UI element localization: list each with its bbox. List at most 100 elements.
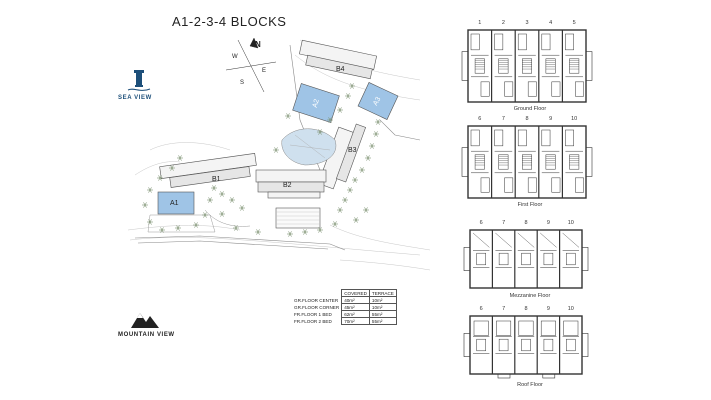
palm-tree-icon bbox=[233, 225, 239, 231]
row-label: GR.FLOOR CENTER bbox=[294, 297, 339, 303]
pool-a2 bbox=[292, 83, 340, 123]
area-header-covered: COVERED bbox=[341, 289, 370, 297]
unit-number: 10 bbox=[571, 116, 578, 122]
row-label: FR.FLOOR 1 BED bbox=[294, 311, 332, 317]
palm-tree-icon bbox=[207, 197, 213, 203]
floor-plan-mezzanine bbox=[463, 229, 589, 289]
floor-plans bbox=[461, 29, 593, 379]
unit-number: 10 bbox=[567, 220, 574, 226]
palm-tree-icon bbox=[219, 211, 225, 217]
palm-tree-icon bbox=[317, 129, 323, 135]
row-label: FR.FLOOR 2 BED bbox=[294, 318, 332, 324]
first-floor-label: First Floor bbox=[517, 202, 543, 208]
table-row: GR.FLOOR CORNER 45m² 10m² bbox=[292, 303, 397, 311]
palm-tree-icon bbox=[193, 222, 199, 228]
palm-tree-icon bbox=[373, 131, 379, 137]
palm-tree-icon bbox=[239, 205, 245, 211]
unit-number: 8 bbox=[524, 220, 528, 226]
unit-number: 3 bbox=[525, 20, 529, 26]
pool-a3 bbox=[357, 82, 399, 120]
mezzanine-floor-label: Mezzanine Floor bbox=[509, 293, 551, 299]
palm-tree-icon bbox=[147, 219, 153, 225]
unit-number: 7 bbox=[502, 220, 506, 226]
sea-view-label: SEA VIEW bbox=[118, 95, 152, 101]
palm-tree-icon bbox=[202, 212, 208, 218]
palm-tree-icon bbox=[159, 227, 165, 233]
unit-number: 9 bbox=[549, 116, 553, 122]
unit-number: 6 bbox=[479, 306, 483, 312]
palm-tree-icon bbox=[177, 155, 183, 161]
palm-tree-icon bbox=[347, 187, 353, 193]
palm-tree-icon bbox=[211, 185, 217, 191]
area-table-header: COVERED TERRACE bbox=[292, 289, 397, 297]
roof-floor-label: Roof Floor bbox=[517, 382, 543, 388]
row-covered: 70m² bbox=[341, 317, 370, 325]
palm-tree-icon bbox=[363, 207, 369, 213]
floor-plan-first bbox=[461, 125, 593, 199]
block-a1-label: A1 bbox=[170, 200, 179, 207]
row-terrace: 55m² bbox=[368, 317, 397, 325]
palm-tree-icon bbox=[219, 191, 225, 197]
palm-tree-icon bbox=[375, 119, 381, 125]
unit-number: 2 bbox=[501, 20, 505, 26]
mountain-view-label: MOUNTAIN VIEW bbox=[118, 332, 175, 338]
table-row: FR.FLOOR 2 BED 70m² 55m² bbox=[292, 317, 397, 325]
compass-rose bbox=[225, 37, 277, 93]
unit-number: 6 bbox=[478, 116, 482, 122]
palm-tree-icon bbox=[302, 229, 308, 235]
block-b1-building bbox=[159, 153, 257, 188]
unit-number: 1 bbox=[478, 20, 482, 26]
floor-plan-ground bbox=[461, 29, 593, 103]
row-terrace: 10m² bbox=[368, 296, 397, 304]
palm-tree-icon bbox=[157, 175, 163, 181]
palm-tree-icon bbox=[337, 207, 343, 213]
palm-tree-icon bbox=[353, 217, 359, 223]
a1-courtyard bbox=[147, 214, 216, 233]
row-covered: 45m² bbox=[341, 303, 370, 311]
palm-tree-icon bbox=[287, 231, 293, 237]
palm-tree-icon bbox=[175, 225, 181, 231]
palm-trees bbox=[142, 83, 381, 237]
block-b3-label: B3 bbox=[348, 147, 357, 154]
mountain-icon bbox=[131, 313, 159, 328]
compass-west: W bbox=[232, 54, 238, 60]
palm-tree-icon bbox=[352, 177, 358, 183]
row-terrace: 10m² bbox=[368, 303, 397, 311]
palm-tree-icon bbox=[142, 202, 148, 208]
unit-number: 7 bbox=[502, 306, 506, 312]
area-header-terrace: TERRACE bbox=[368, 289, 397, 297]
palm-tree-icon bbox=[229, 197, 235, 203]
unit-number: 9 bbox=[546, 220, 550, 226]
palm-tree-icon bbox=[169, 165, 175, 171]
palm-tree-icon bbox=[327, 117, 333, 123]
palm-tree-icon bbox=[337, 107, 343, 113]
pool-a1 bbox=[157, 191, 195, 215]
area-table: COVERED TERRACE GR.FLOOR CENTER 40m² 10m… bbox=[292, 289, 397, 325]
compass-north: N bbox=[255, 40, 261, 49]
palm-tree-icon bbox=[342, 197, 348, 203]
block-b4-building bbox=[299, 39, 377, 80]
palm-tree-icon bbox=[285, 113, 291, 119]
palm-tree-icon bbox=[359, 167, 365, 173]
ground-floor-label: Ground Floor bbox=[513, 106, 547, 112]
row-covered: 62m² bbox=[341, 310, 370, 318]
row-covered: 40m² bbox=[341, 296, 370, 304]
palm-tree-icon bbox=[255, 229, 261, 235]
palm-tree-icon bbox=[345, 93, 351, 99]
a1-path bbox=[204, 209, 251, 227]
unit-number: 10 bbox=[567, 306, 574, 312]
unit-number: 8 bbox=[524, 306, 528, 312]
unit-number: 7 bbox=[501, 116, 505, 122]
palm-tree-icon bbox=[365, 155, 371, 161]
compass-south: S bbox=[240, 80, 245, 86]
block-b2-label: B2 bbox=[283, 182, 292, 189]
palm-tree-icon bbox=[369, 143, 375, 149]
block-b4-label: B4 bbox=[336, 66, 345, 73]
table-row: GR.FLOOR CENTER 40m² 10m² bbox=[292, 296, 397, 304]
page-title: A1-2-3-4 BLOCKS bbox=[172, 14, 287, 29]
terrain-contours bbox=[127, 39, 431, 271]
row-terrace: 55m² bbox=[368, 310, 397, 318]
block-b2-building bbox=[255, 169, 327, 229]
